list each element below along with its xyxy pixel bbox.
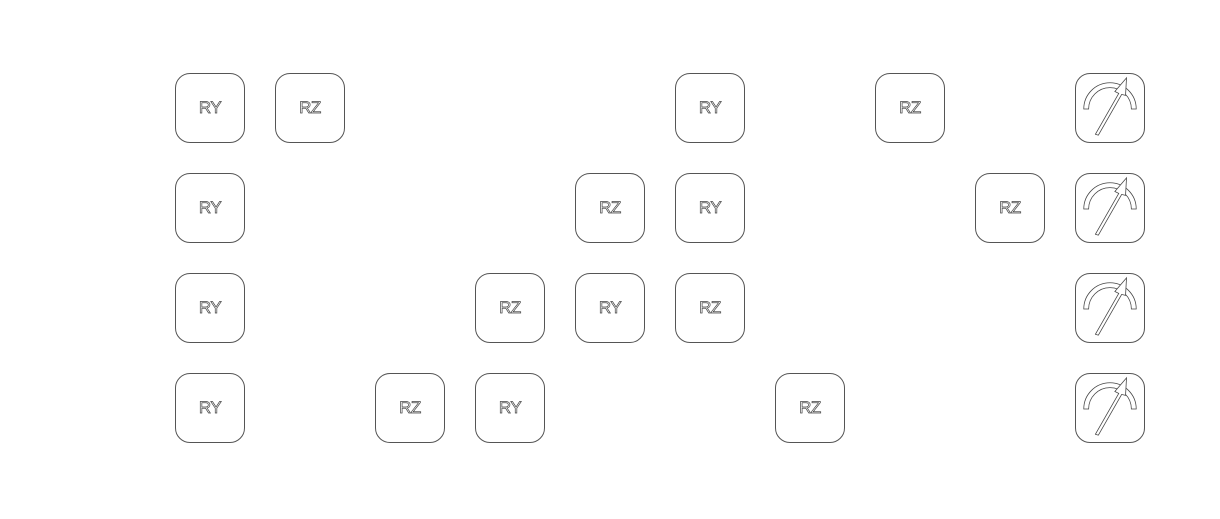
gate-label: RZ [999, 198, 1022, 218]
gate-rz: RZ [575, 173, 645, 243]
gate-label: RZ [299, 98, 322, 118]
gate-rz: RZ [475, 273, 545, 343]
measure-gate [1075, 273, 1145, 343]
gate-rz: RZ [275, 73, 345, 143]
gate-label: RZ [399, 398, 422, 418]
gate-ry: RY [675, 173, 745, 243]
gate-ry: RY [675, 73, 745, 143]
gate-ry: RY [175, 73, 245, 143]
gate-label: RZ [499, 298, 522, 318]
measure-gate [1075, 173, 1145, 243]
gate-ry: RY [175, 273, 245, 343]
gate-rz: RZ [375, 373, 445, 443]
gate-label: RY [598, 298, 622, 318]
gate-label: RY [698, 98, 722, 118]
measure-gate [1075, 73, 1145, 143]
gate-rz: RZ [775, 373, 845, 443]
gate-label: RY [698, 198, 722, 218]
gate-rz: RZ [675, 273, 745, 343]
measure-icon [1083, 76, 1137, 136]
gate-ry: RY [575, 273, 645, 343]
gate-label: RZ [699, 298, 722, 318]
measure-icon [1083, 376, 1137, 436]
measure-icon [1083, 176, 1137, 236]
gate-label: RY [198, 398, 222, 418]
measure-icon [1083, 276, 1137, 336]
gate-rz: RZ [975, 173, 1045, 243]
gate-label: RY [498, 398, 522, 418]
measure-gate [1075, 373, 1145, 443]
gate-label: RZ [599, 198, 622, 218]
gate-label: RZ [899, 98, 922, 118]
gate-ry: RY [175, 373, 245, 443]
gate-ry: RY [175, 173, 245, 243]
gate-label: RZ [799, 398, 822, 418]
gate-label: RY [198, 98, 222, 118]
gate-label: RY [198, 198, 222, 218]
gate-label: RY [198, 298, 222, 318]
gate-rz: RZ [875, 73, 945, 143]
gate-ry: RY [475, 373, 545, 443]
